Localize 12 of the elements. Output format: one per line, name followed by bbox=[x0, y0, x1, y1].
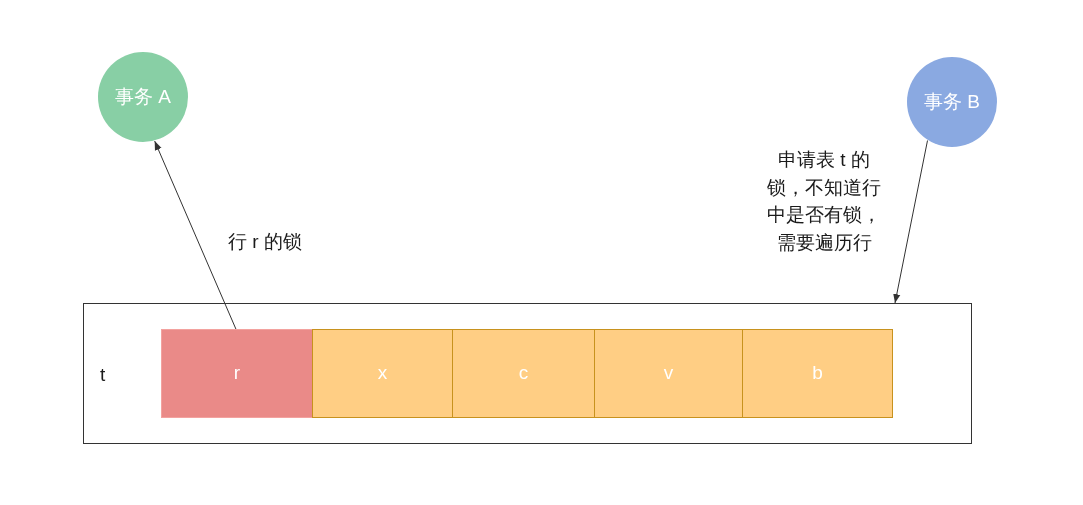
table-name: t bbox=[100, 364, 106, 386]
row-cell: b bbox=[742, 329, 893, 418]
arrow bbox=[893, 140, 928, 304]
row-cell: x bbox=[312, 329, 453, 418]
edge-label: 行 r 的锁 bbox=[228, 230, 302, 254]
row-cell: c bbox=[452, 329, 595, 418]
row-cell: v bbox=[594, 329, 743, 418]
row-cell: r bbox=[161, 329, 313, 418]
arrow bbox=[154, 140, 237, 330]
circle-node: 事务 B bbox=[907, 57, 997, 147]
circle-node: 事务 A bbox=[98, 52, 188, 142]
table-box bbox=[83, 303, 972, 444]
